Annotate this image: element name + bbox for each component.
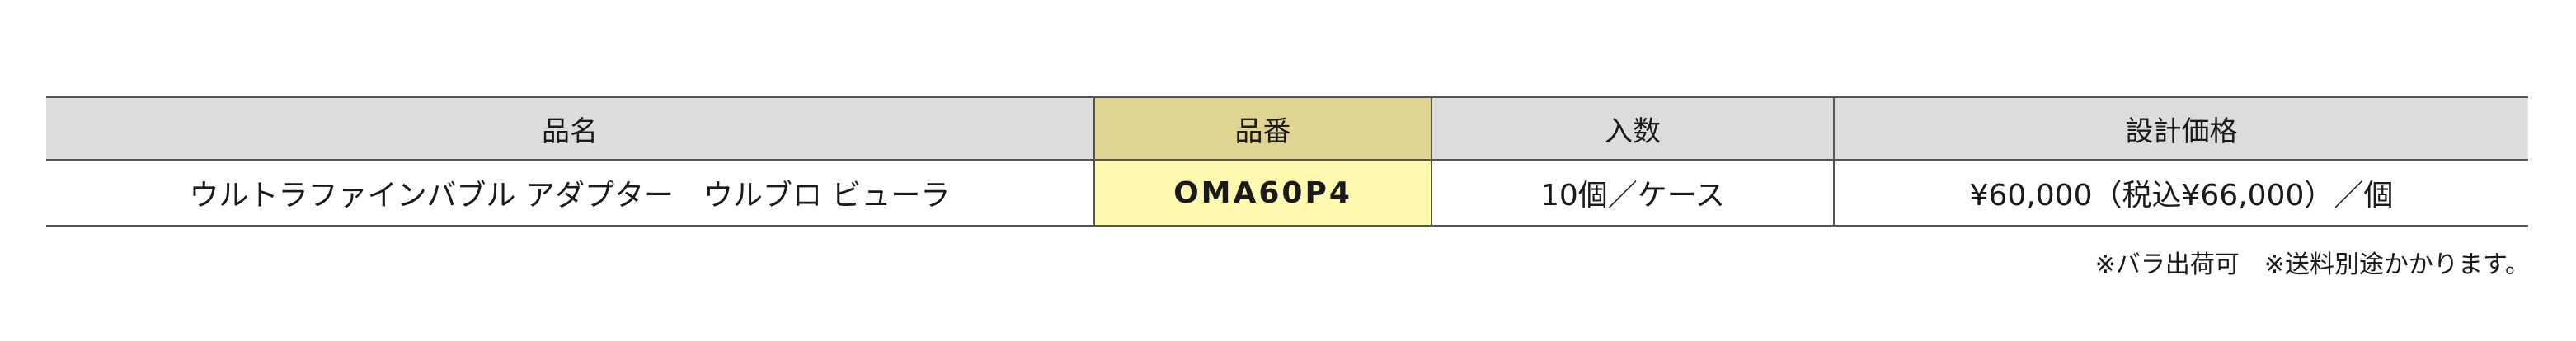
cell-quantity: 10個／ケース bbox=[1431, 160, 1834, 227]
header-design-price: 設計価格 bbox=[1833, 96, 2528, 161]
header-product-number: 品番 bbox=[1093, 96, 1431, 161]
cell-design-price: ¥60,000（税込¥66,000）／個 bbox=[1833, 160, 2528, 227]
shipping-note: ※バラ出荷可 ※送料別途かかります。 bbox=[2094, 250, 2530, 279]
product-table: 品名 品番 入数 設計価格 ウルトラファインバブル アダプター ウルブロ ビュー… bbox=[46, 96, 2528, 227]
header-product-name: 品名 bbox=[46, 96, 1094, 161]
table-row: ウルトラファインバブル アダプター ウルブロ ビューラ OMA60P4 10個／… bbox=[46, 160, 2528, 227]
product-table-container: 品名 品番 入数 設計価格 ウルトラファインバブル アダプター ウルブロ ビュー… bbox=[46, 96, 2528, 227]
table-header-row: 品名 品番 入数 設計価格 bbox=[46, 96, 2528, 161]
header-quantity: 入数 bbox=[1431, 96, 1834, 161]
cell-product-number: OMA60P4 bbox=[1093, 160, 1431, 227]
cell-product-name: ウルトラファインバブル アダプター ウルブロ ビューラ bbox=[46, 160, 1094, 227]
